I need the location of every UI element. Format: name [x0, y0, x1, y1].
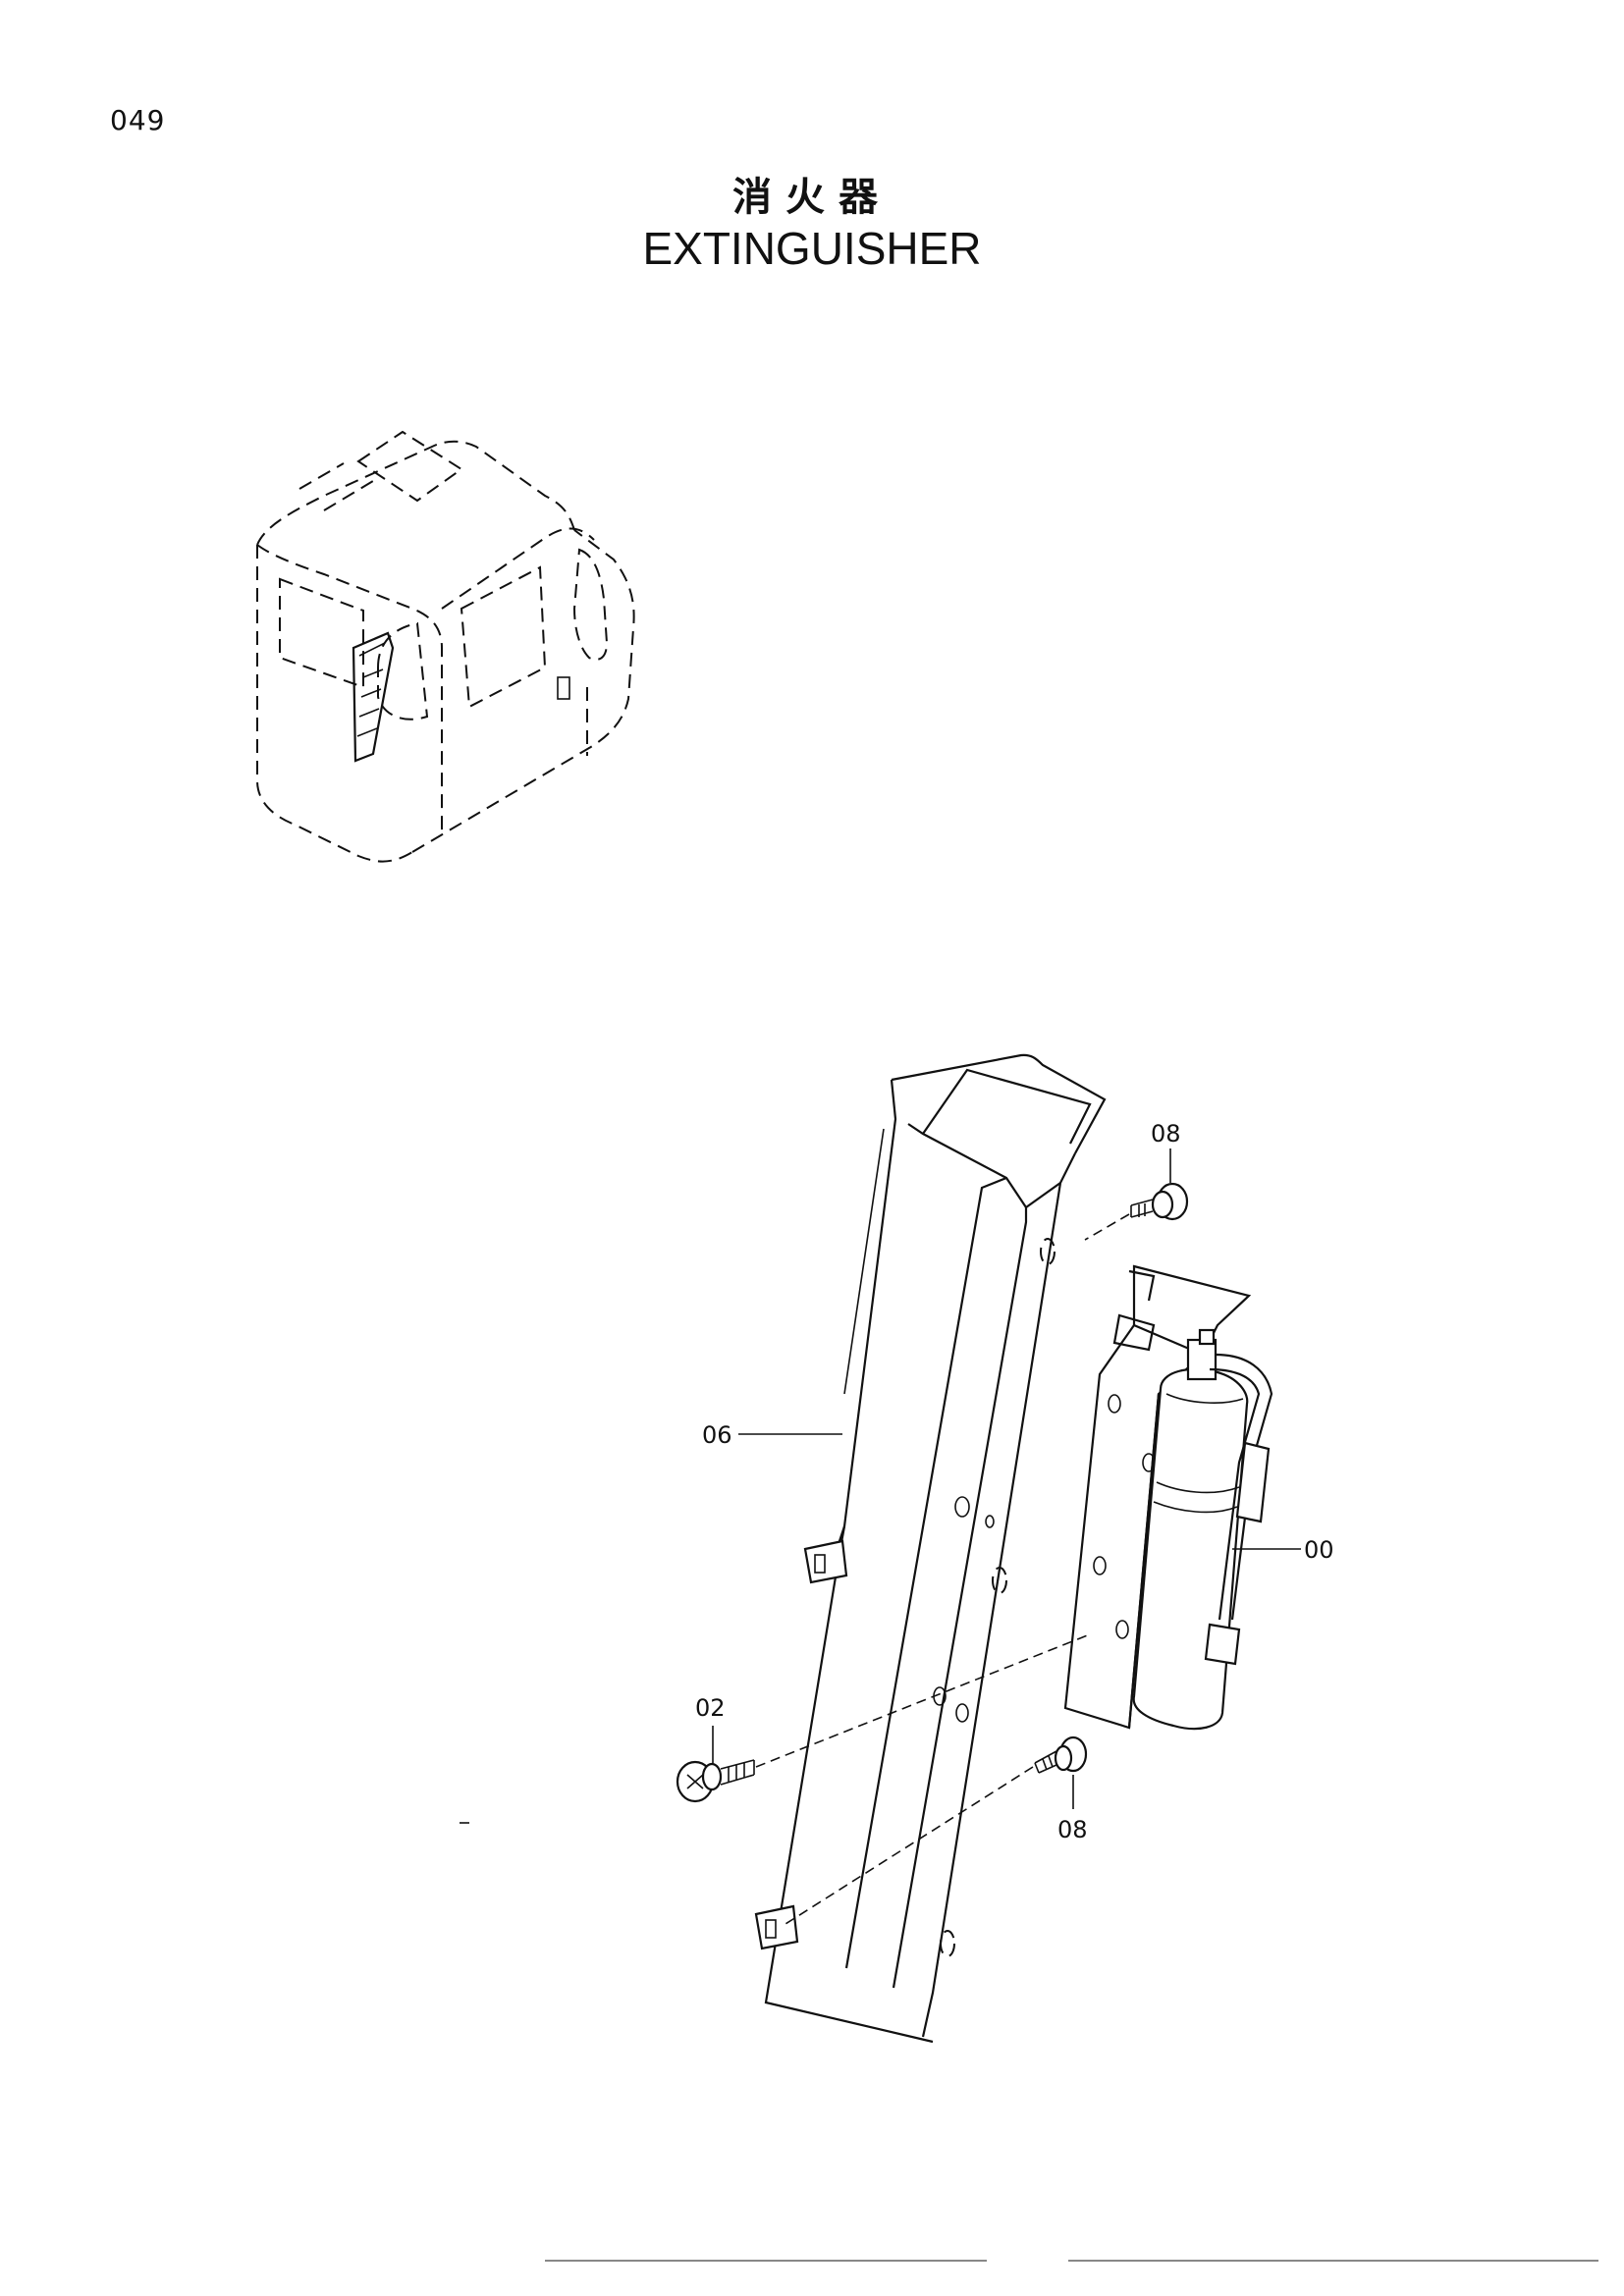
footer-rule-left — [545, 2260, 987, 2262]
callout-08-top: 08 — [1151, 1120, 1181, 1148]
bolt-08-top — [1130, 1182, 1189, 1221]
callout-08-bottom: 08 — [1057, 1816, 1088, 1843]
cab-overview — [256, 430, 635, 863]
bracket-channel — [754, 1053, 1107, 2044]
title-chinese: 消火器 — [732, 175, 892, 220]
page-number: 049 — [110, 104, 166, 136]
title-english: EXTINGUISHER — [642, 223, 982, 274]
extinguisher — [1063, 1264, 1273, 1731]
bolt-02 — [676, 1759, 755, 1803]
bolt-08-bottom — [1034, 1735, 1088, 1774]
footer-rule-right — [1068, 2260, 1598, 2262]
callout-06: 06 — [702, 1421, 732, 1449]
callout-00: 00 — [1304, 1536, 1334, 1564]
leader-lines — [460, 1148, 1301, 1925]
callout-02: 02 — [695, 1694, 726, 1722]
